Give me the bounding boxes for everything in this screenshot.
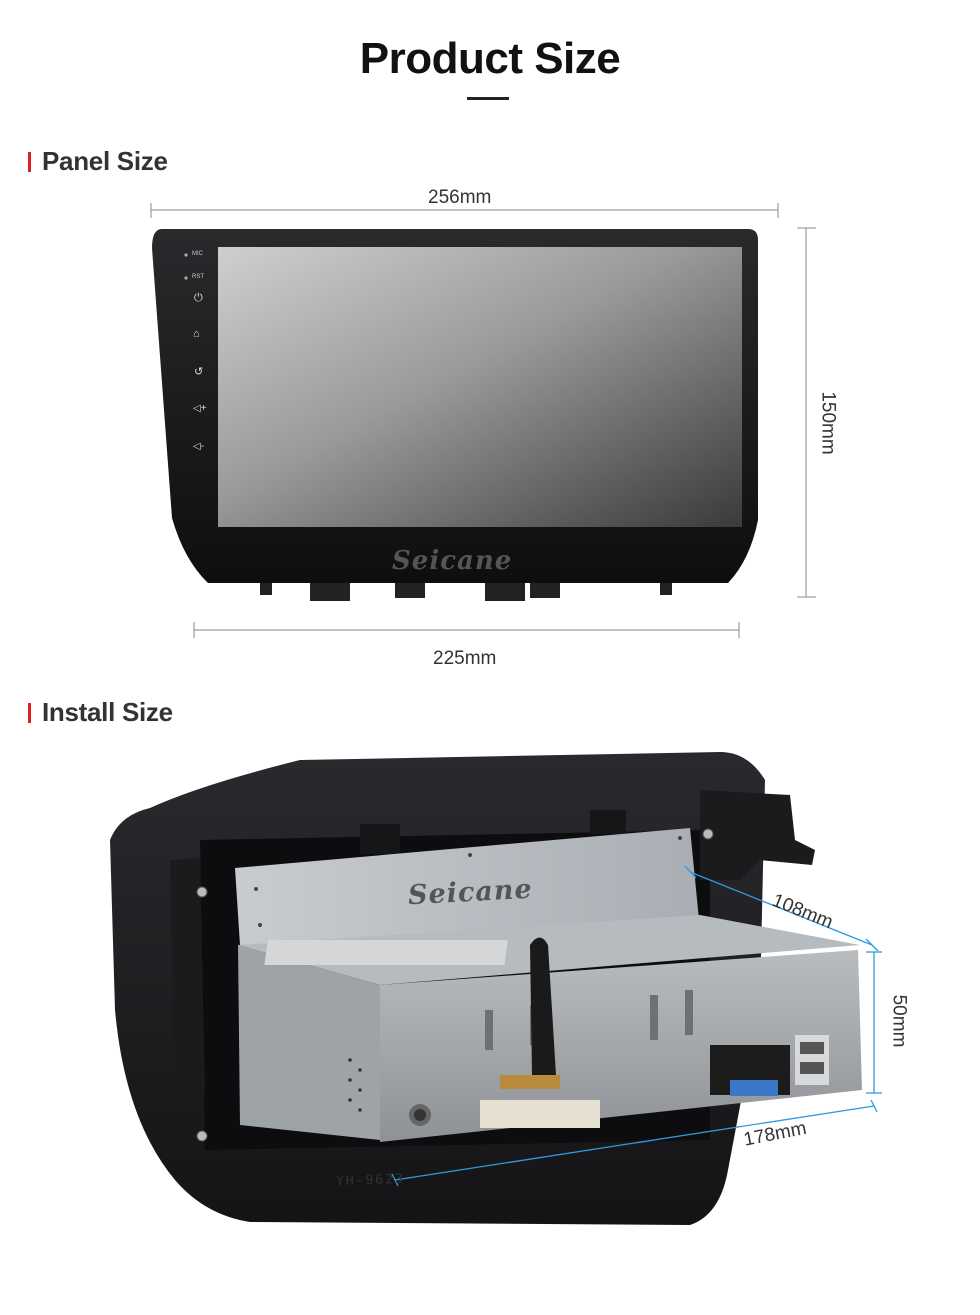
volume-up-icon: ◁+: [193, 403, 207, 414]
wire-harness-connector: [480, 1100, 600, 1128]
page-title: Product Size: [359, 34, 621, 83]
install-dimension-lines: [391, 865, 882, 1187]
section-accent-bar: [28, 702, 31, 723]
panel-screen: [218, 247, 742, 527]
section-label: Panel Size: [42, 146, 168, 176]
rst-label: RST: [192, 274, 204, 280]
gps-antenna: [500, 937, 560, 1089]
back-icon: ↺: [194, 366, 204, 378]
panel-width-top-label: 256mm: [428, 187, 492, 208]
section-accent-bar: [28, 151, 31, 172]
chassis-top-plate: [235, 828, 700, 945]
panel-illustration: [150, 203, 816, 638]
panel-width-bottom-label: 225mm: [433, 648, 497, 669]
side-buttons: [184, 253, 188, 280]
section-label: Install Size: [42, 697, 173, 727]
dimension-line-bottom: [193, 622, 740, 638]
mic-label: MIC: [192, 251, 203, 257]
section-heading-panel: Panel Size: [28, 146, 168, 177]
volume-down-icon: ◁-: [193, 441, 205, 452]
panel-brand-logo: Seicane: [392, 546, 513, 576]
dimension-line-top: [150, 203, 779, 218]
dimension-line-right: [797, 227, 816, 598]
install-height-label: 50mm: [888, 994, 910, 1048]
install-brand-logo: Seicane: [407, 873, 534, 912]
title-underline: [467, 97, 509, 100]
section-heading-install: Install Size: [28, 697, 173, 728]
chassis-marking: YH-9623: [335, 1171, 406, 1190]
home-icon: ⌂: [193, 328, 200, 340]
power-icon: ⏻: [194, 292, 203, 304]
